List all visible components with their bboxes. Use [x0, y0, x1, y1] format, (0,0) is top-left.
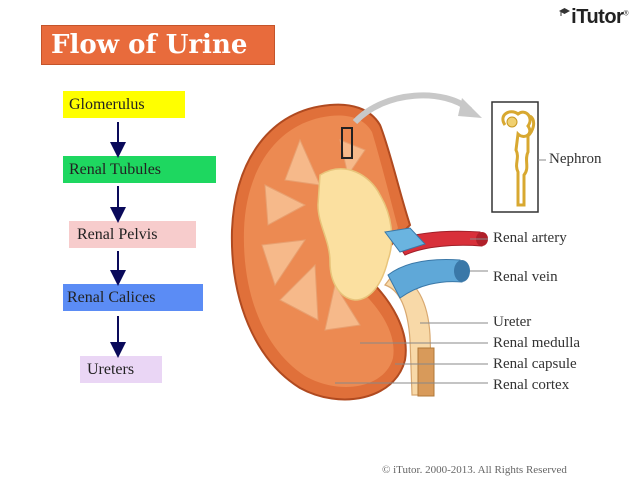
page-title: Flow of Urine [41, 25, 275, 65]
itutor-logo: iTutor® [559, 6, 628, 29]
nephron-drawing [501, 110, 536, 207]
label-nephron: Nephron [549, 151, 602, 167]
renal-pyramids [261, 138, 366, 331]
label-renal-cortex: Renal cortex [493, 377, 570, 393]
flow-step-ureters: Ureters [80, 356, 162, 383]
registered-mark: ® [623, 10, 628, 18]
nephron-pointer-arrow [352, 92, 472, 125]
copyright-text: © iTutor. 2000-2013. All Rights Reserved [382, 464, 567, 476]
ureter-cut [417, 347, 435, 397]
flow-step-renal-pelvis: Renal Pelvis [69, 221, 196, 248]
label-renal-artery: Renal artery [493, 230, 567, 246]
renal-vein [387, 259, 463, 299]
leader-lines [335, 159, 546, 384]
label-ureter: Ureter [493, 314, 532, 330]
flow-step-renal-calices: Renal Calices [63, 284, 203, 311]
label-renal-capsule: Renal capsule [493, 356, 577, 372]
renal-pelvis [317, 168, 393, 301]
flow-step-glomerulus: Glomerulus [63, 91, 185, 118]
nephron-marker [341, 127, 353, 159]
logo-text: iTutor [571, 6, 624, 28]
label-renal-vein: Renal vein [493, 269, 558, 285]
flow-step-renal-tubules: Renal Tubules [63, 156, 216, 183]
graduation-cap-icon [559, 0, 571, 16]
label-renal-medulla: Renal medulla [493, 335, 581, 351]
